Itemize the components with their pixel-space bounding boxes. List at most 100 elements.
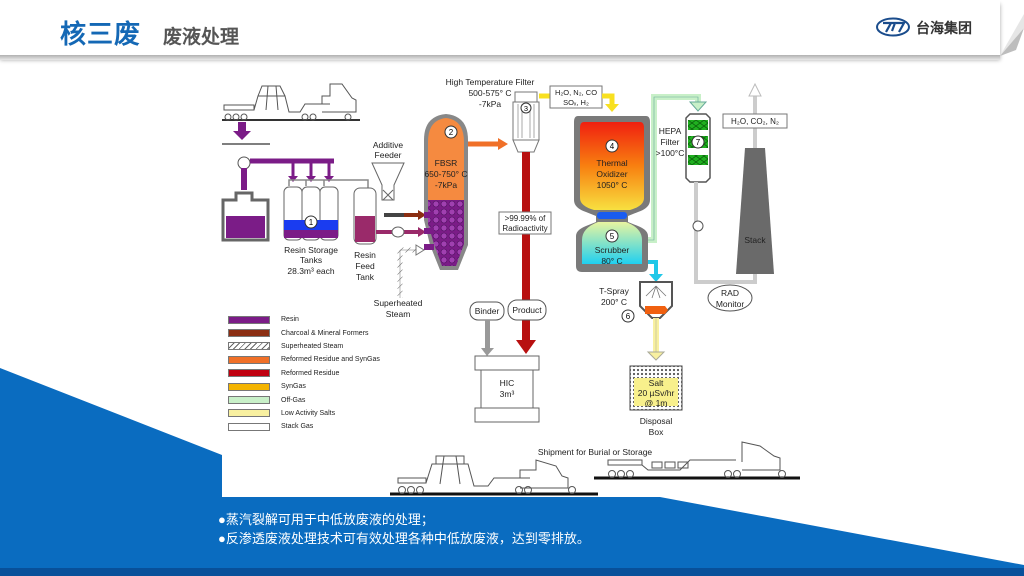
fbsr-reactor (424, 114, 468, 270)
hic-container (474, 355, 540, 423)
t-spray-temp: 200° C (601, 297, 627, 307)
gas-composition-label-2: SOₓ, H₂ (563, 98, 589, 107)
legend-label: Charcoal & Mineral Formers (281, 329, 369, 337)
t-spray-label: T-Spray (599, 286, 630, 296)
resin-feed-label-2: Feed (355, 261, 375, 271)
fbsr-pressure: -7kPa (435, 180, 457, 190)
legend-label: Off-Gas (281, 396, 306, 404)
legend-swatch (228, 342, 270, 351)
pump-icon (237, 156, 251, 170)
scrubber-label: Scrubber (595, 245, 630, 255)
legend-label: Reformed Residue and SynGas (281, 356, 380, 364)
legend-item: Stack Gas (228, 420, 380, 433)
legend-item: Resin (228, 313, 380, 326)
resin-feed-label: Resin (354, 250, 376, 260)
legend-item: Superheated Steam (228, 340, 380, 353)
legend-swatch (228, 355, 270, 364)
additive-feeder-label-2: Feeder (375, 150, 402, 160)
stack (736, 148, 774, 274)
step-number-4: 4 (610, 142, 615, 151)
bullet-item: ●反渗透废液处理技术可有效处理各种中低放废液，达到零排放。 (218, 531, 590, 546)
page-title: 核三废 (60, 19, 142, 49)
hepa-label-2: Filter (661, 137, 680, 147)
salt-label: Salt (649, 378, 664, 388)
thermal-oxidizer-label-2: Oxidizer (596, 169, 627, 179)
legend-swatch (228, 396, 270, 405)
resin-feed-label-3: Tank (356, 272, 375, 282)
thermal-oxidizer (574, 116, 650, 272)
page-curl-decoration (1000, 14, 1024, 56)
legend-swatch (228, 422, 270, 431)
legend-swatch (228, 329, 270, 338)
resin-storage-label: Resin Storage (284, 245, 338, 255)
legend-item: Reformed Residue and SynGas (228, 353, 380, 366)
product-label: Product (512, 305, 542, 315)
company-name: 台海集团 (916, 20, 972, 36)
delivery-truck-icon (222, 83, 360, 121)
additive-feeder (371, 162, 405, 201)
legend-item: Reformed Residue (228, 367, 380, 380)
resin-storage-capacity: 28.3m³ each (287, 266, 335, 276)
rad-monitor (707, 284, 753, 312)
hepa-temp: >100°C (656, 148, 685, 158)
thermal-oxidizer-temp: 1050° C (597, 180, 628, 190)
legend-swatch (228, 315, 270, 324)
legend-label: SynGas (281, 383, 306, 391)
resin-storage-tanks: 1 (283, 186, 339, 241)
legend-item: SynGas (228, 380, 380, 393)
step-number-7: 7 (696, 138, 701, 147)
hepa-filter (685, 113, 711, 183)
step-number-6: 6 (626, 312, 631, 321)
product-line (522, 152, 530, 342)
legend-label: Low Activity Salts (281, 409, 336, 417)
shipment-truck-2-icon (594, 441, 800, 480)
stack-gas-composition: H₂O, CO₂, N₂ (731, 117, 779, 126)
salt-distance: @ 1m (645, 398, 668, 408)
scrubber-temp: 80° C (601, 256, 622, 266)
company-logo-icon (876, 17, 910, 37)
rad-monitor-label: RAD (721, 288, 739, 298)
legend-swatch (228, 409, 270, 418)
disposal-box-label: Disposal (640, 416, 673, 426)
disposal-box (629, 365, 683, 411)
gas-composition-label: H₂O, N₂, CO (555, 88, 597, 97)
step-number-2: 2 (449, 128, 454, 137)
legend-label: Resin (281, 316, 299, 324)
high-temp-filter-pressure: -7kPa (479, 99, 501, 109)
feed-pump-icon (391, 226, 405, 238)
blower-icon (692, 220, 704, 232)
superheated-steam-label: Superheated (374, 298, 423, 308)
legend-swatch (228, 382, 270, 391)
legend-item: Charcoal & Mineral Formers (228, 326, 380, 339)
hepa-label: HEPA (659, 126, 682, 136)
header-shadow (0, 55, 1000, 60)
radioactivity-label: >99.99% of (505, 214, 546, 223)
binder-label: Binder (475, 306, 500, 316)
resin-storage-label-2: Tanks (300, 255, 322, 265)
fbsr-temp: 650-750° C (424, 169, 467, 179)
disposal-box-label-2: Box (649, 427, 664, 437)
hic-label: HIC (500, 378, 515, 388)
legend-label: Superheated Steam (281, 342, 344, 350)
bullet-list: ●蒸汽裂解可用于中低放废液的处理； ●反渗透废液处理技术可有效处理各种中低放废液… (218, 510, 590, 548)
page-subtitle: 废液处理 (163, 27, 240, 48)
step-number-5: 5 (610, 232, 615, 241)
fbsr-label: FBSR (435, 158, 458, 168)
header-bar (0, 0, 1000, 56)
legend-item: Off-Gas (228, 393, 380, 406)
additive-feeder-label: Additive (373, 140, 404, 150)
high-temp-filter-label: High Temperature Filter (446, 77, 535, 87)
salt-dose-rate: 20 µSv/hr (638, 388, 675, 398)
shipment-truck-icon (390, 455, 598, 496)
stack-label: Stack (744, 235, 766, 245)
high-temp-filter-temp: 500-575° C (468, 88, 511, 98)
radioactivity-label-2: Radioactivity (502, 224, 547, 233)
rad-monitor-label-2: Monitor (716, 299, 745, 309)
legend-label: Reformed Residue (281, 369, 340, 377)
step-number-1: 1 (309, 218, 314, 227)
superheated-steam-label-2: Steam (386, 309, 411, 319)
step-number-3: 3 (524, 104, 528, 113)
